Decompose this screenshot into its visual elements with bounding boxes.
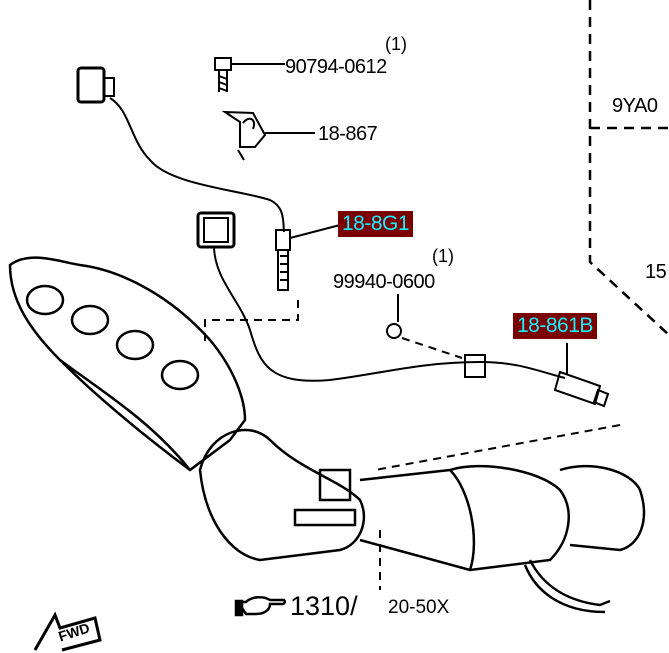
upstream-oxygen-sensor	[76, 66, 341, 291]
pointing-hand-icon	[234, 596, 287, 617]
section-ref-15[interactable]: 15	[645, 261, 667, 283]
section-ref-9YA0[interactable]: 9YA0	[612, 95, 658, 117]
reference-page[interactable]: 1310/	[290, 591, 358, 621]
part-label-18-867[interactable]: 18-867	[318, 123, 378, 145]
reference-sub[interactable]: 20-50X	[388, 597, 450, 618]
part-label-18-861B-highlighted[interactable]: 18-861B	[513, 313, 597, 339]
nut-99940-0600	[386, 294, 463, 359]
section-boundary	[588, 0, 669, 336]
downstream-oxygen-sensor	[196, 211, 610, 408]
dashed-leaders	[204, 300, 621, 590]
qty-99940-0600: (1)	[432, 246, 454, 266]
fwd-arrow-icon	[33, 611, 102, 652]
bolt-90794-0612	[214, 57, 285, 92]
qty-90794-0612: (1)	[385, 34, 407, 54]
part-label-99940-0600[interactable]: 99940-0600	[333, 271, 435, 293]
part-label-18-8G1-highlighted[interactable]: 18-8G1	[338, 211, 414, 237]
bracket-18-867	[221, 110, 315, 161]
exhaust-manifold	[8, 256, 247, 472]
catalytic-converter	[198, 428, 646, 614]
part-label-90794-0612[interactable]: 90794-0612	[285, 56, 387, 78]
